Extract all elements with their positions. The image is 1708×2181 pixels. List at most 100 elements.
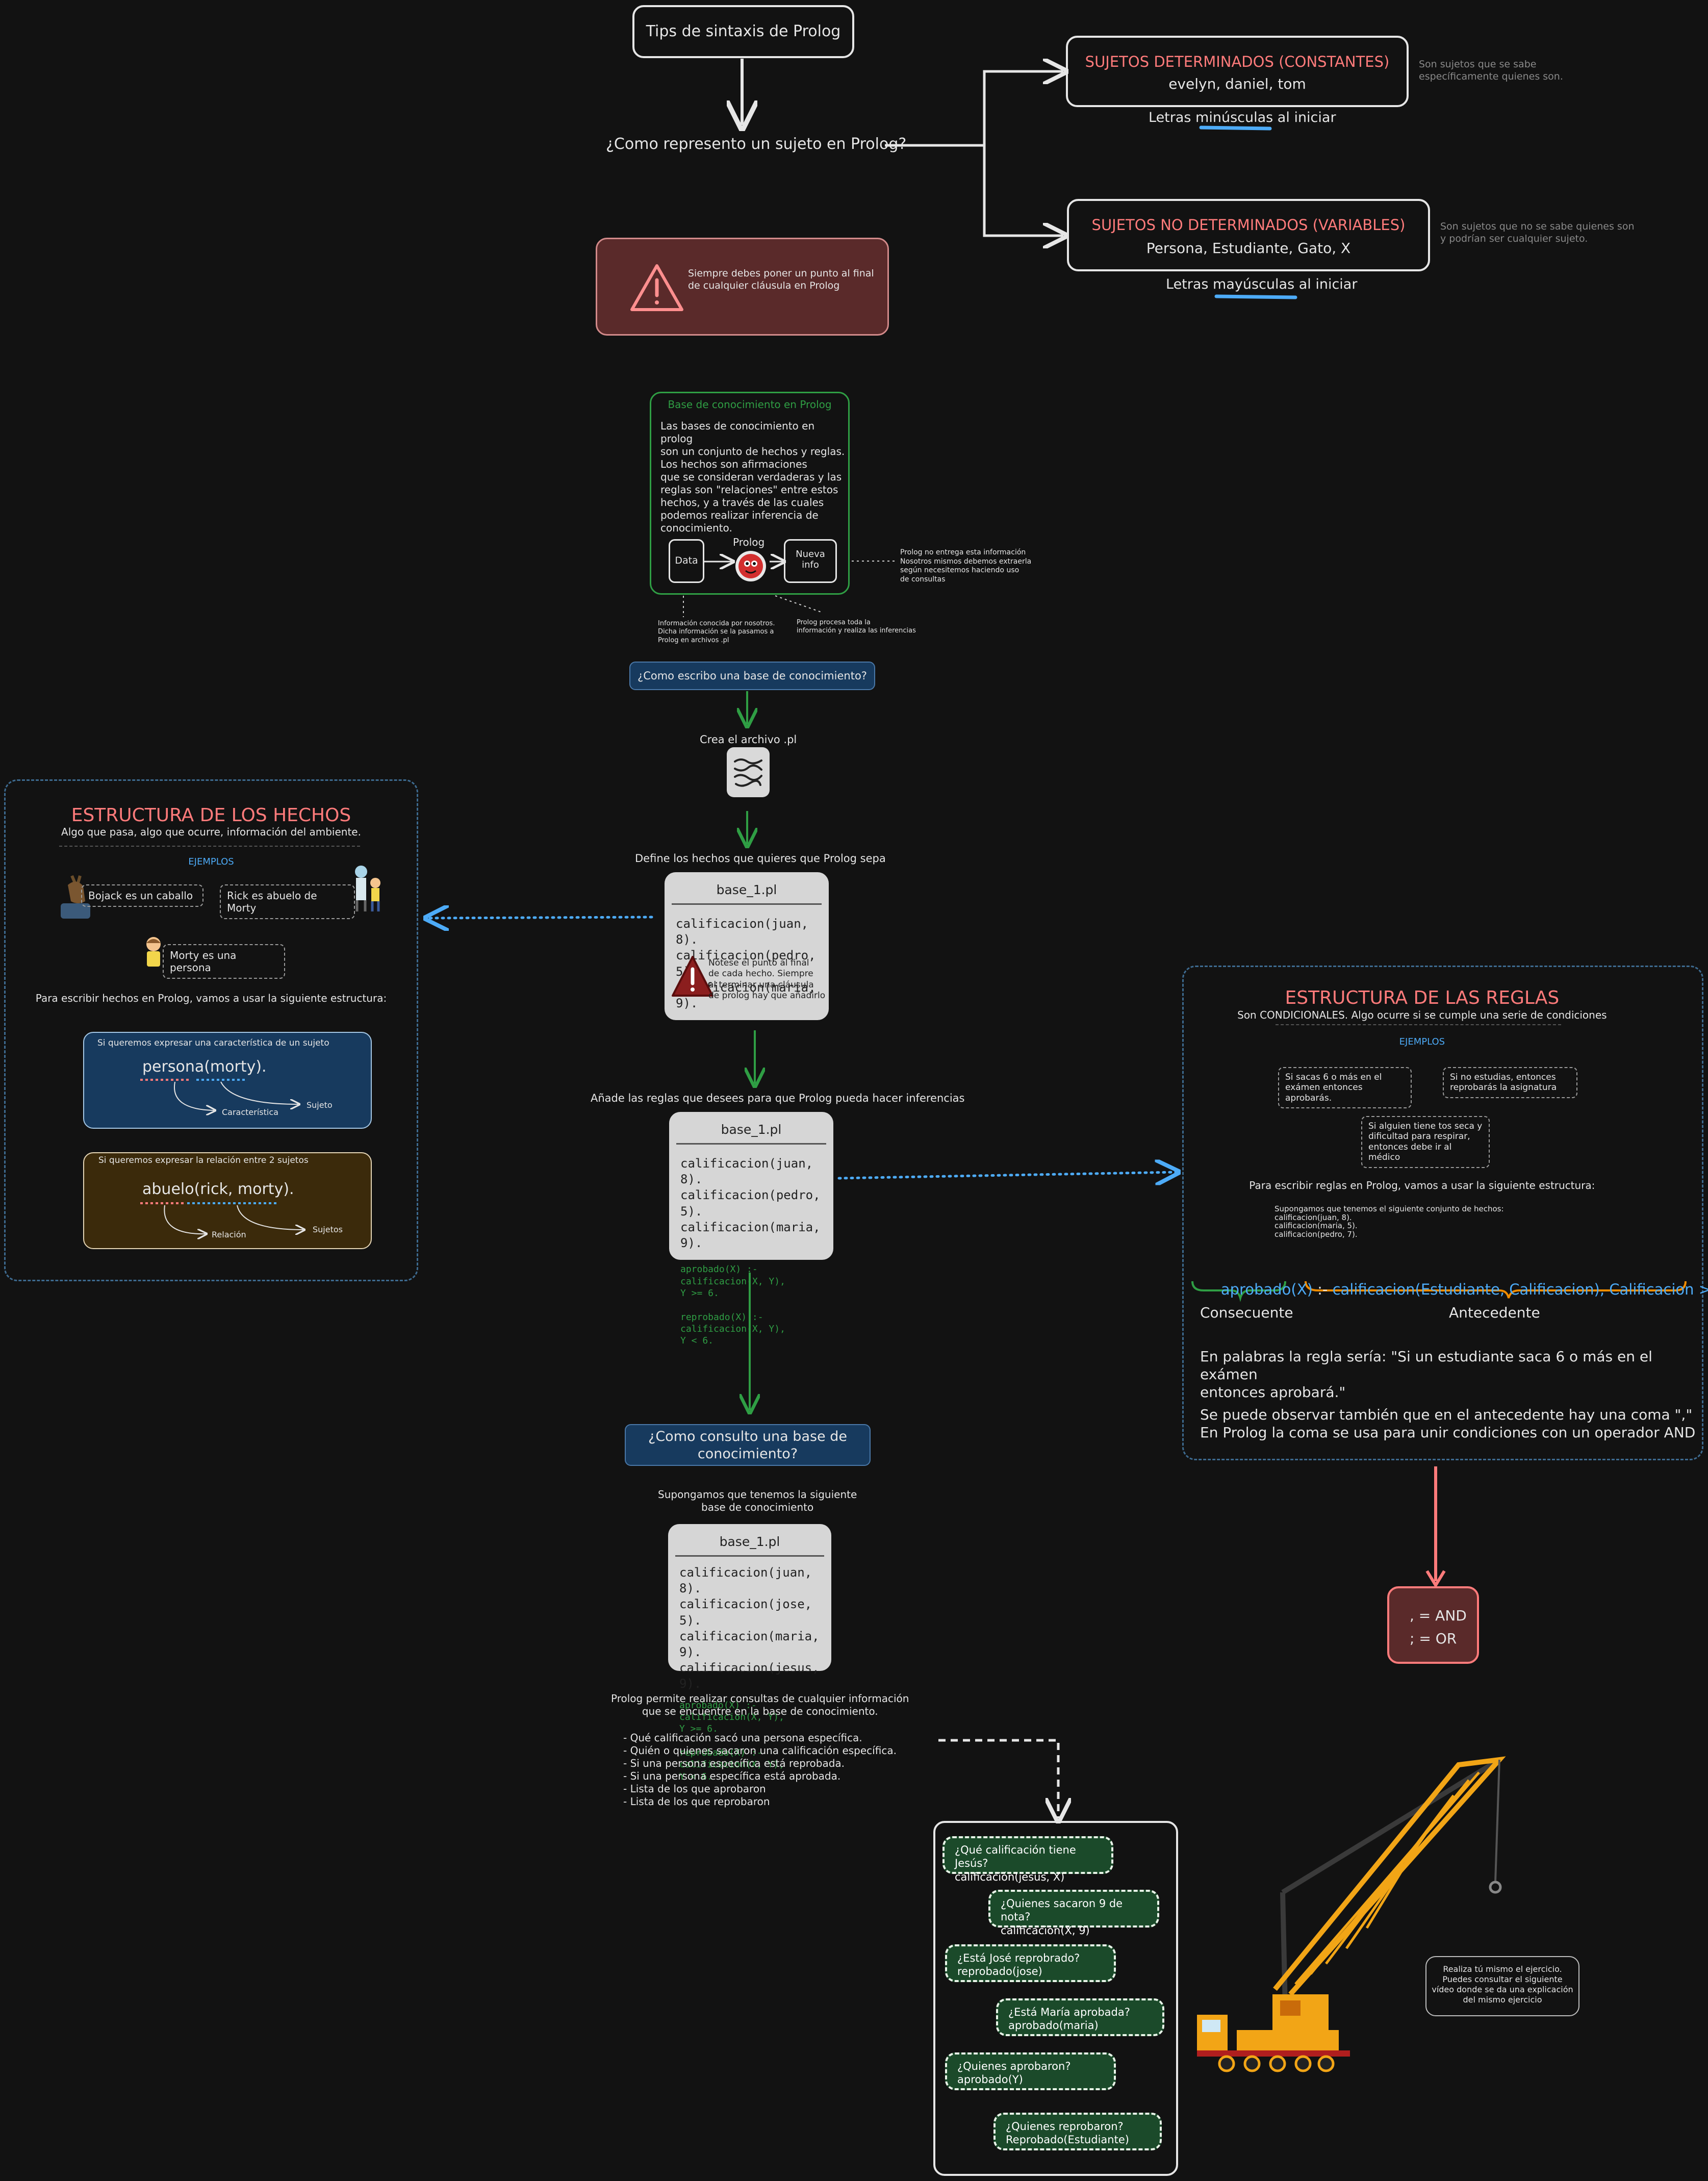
define-facts-text: Define los hechos que quieres que Prolog… (635, 852, 886, 865)
queries-intro: Prolog permite realizar consultas de cua… (611, 1692, 909, 1717)
divider (59, 846, 360, 847)
rules-subtitle: Son CONDICIONALES. Algo ocurre si se cum… (1237, 1009, 1607, 1021)
queries-panel (933, 1821, 1178, 2176)
kb-data-label: Data (675, 555, 698, 566)
kb-data-node: Data (669, 539, 704, 583)
variables-box: SUJETOS NO DETERMINADOS (VARIABLES) Pers… (1067, 199, 1430, 271)
variables-examples: Persona, Estudiante, Gato, X (1146, 240, 1351, 257)
facts-blue-title: Si queremos expresar una característica … (97, 1038, 329, 1048)
kb-text: Las bases de conocimiento en prolog son … (660, 420, 845, 534)
constants-box: SUJETOS DETERMINADOS (CONSTANTES) evelyn… (1066, 36, 1409, 107)
kb-note-right: Prolog no entrega esta información Nosot… (900, 548, 1032, 584)
facts-panel: ESTRUCTURA DE LOS HECHOS Algo que pasa, … (4, 779, 418, 1281)
query-item-4[interactable]: ¿Está María aprobada? aprobado(maria) (996, 1998, 1164, 2036)
facts-brown-code: abuelo(rick, morty). (142, 1180, 294, 1198)
kb-note-left: Información conocida por nosotros. Dicha… (658, 620, 775, 644)
facts-blue-code: persona(morty). (142, 1058, 267, 1076)
facts-card-header: base_1.pl (672, 872, 822, 905)
variables-rule: Letras mayúsculas al iniciar (1166, 276, 1358, 292)
fact-example-morty: Morty es una persona (163, 944, 285, 979)
warning-box: Siempre debes poner un punto al final de… (596, 238, 889, 336)
query-kb-card-rules: aprobado(X) :- calificacion(X, Y), Y >= … (679, 1700, 784, 1782)
crane-note: Realiza tú mismo el ejercicio. Puedes co… (1432, 1964, 1573, 2005)
warning-icon (630, 264, 683, 311)
query-item-1[interactable]: ¿Qué calificación tiene Jesús? calificac… (942, 1836, 1113, 1883)
create-file-text: Crea el archivo .pl (700, 733, 797, 746)
query-item-5[interactable]: ¿Quienes aprobaron? aprobado(Y) (945, 2052, 1116, 2090)
rules-intro: Para escribir reglas en Prolog, vamos a … (1249, 1179, 1595, 1191)
rules-suppose: Supongamos que tenemos el siguiente conj… (1274, 1204, 1504, 1239)
kb-arrows (704, 541, 855, 592)
kb-newinfo-node: Nueva info (784, 539, 837, 583)
variables-note: Son sujetos que no se sabe quienes son y… (1440, 221, 1635, 244)
crane-note-box: Realiza tú mismo el ejercicio. Puedes co… (1425, 1956, 1579, 2016)
divider (1276, 1024, 1561, 1025)
query-kb-card-code: calificacion(juan, 8). calificacion(jose… (679, 1565, 820, 1691)
add-rules-text: Añade las reglas que desees para que Pro… (591, 1092, 965, 1104)
rick-morty-icon (355, 866, 380, 911)
kb-newinfo-label: Nueva info (796, 549, 825, 570)
facts-card: base_1.pl calificacion(juan, 8). calific… (665, 872, 829, 1020)
and-or-box: , = AND ; = OR (1387, 1586, 1479, 1664)
facts-card-note: Nótese el punto al final de cada hecho. … (708, 958, 826, 1001)
facts-title: ESTRUCTURA DE LOS HECHOS (71, 805, 351, 826)
facts-intro: Para escribir hechos en Prolog, vamos a … (35, 992, 387, 1004)
kb-box: Base de conocimiento en Prolog Las bases… (650, 392, 850, 595)
facts-brown-annotations (140, 1202, 373, 1250)
constants-rule: Letras minúsculas al iniciar (1149, 110, 1336, 125)
crane-illustration (1194, 1756, 1506, 2008)
file-scribble-icon (734, 758, 762, 787)
title-text: Tips de sintaxis de Prolog (646, 22, 841, 40)
rules-panel: ESTRUCTURA DE LAS REGLAS Son CONDICIONAL… (1182, 966, 1708, 1460)
rule-example-2: Si no estudias, entonces reprobarás la a… (1443, 1067, 1577, 1098)
query-kb-card-header: base_1.pl (675, 1524, 824, 1557)
query-kb-label: ¿Como consulto una base de conocimiento? (648, 1429, 847, 1462)
facts-blue-char: Característica (222, 1107, 278, 1117)
rule-antecedent-label: Antecedente (1449, 1304, 1540, 1321)
facts-brown-card: Si queremos expresar la relación entre 2… (83, 1152, 372, 1249)
suppose-text: Supongamos que tenemos la siguiente base… (658, 1488, 857, 1513)
warning-text: Siempre debes poner un punto al final de… (688, 268, 874, 291)
rule-syntax: aprobado(X) :- calificacion(Estudiante, … (1202, 1262, 1708, 1317)
rules-card-rules: aprobado(X) :- calificacion(X, Y), Y >= … (680, 1264, 785, 1347)
rules-card-header: base_1.pl (676, 1112, 826, 1145)
prolog-logo-icon (735, 551, 766, 581)
subject-question: ¿Como represento un sujeto en Prolog? (606, 135, 907, 153)
query-kb-button[interactable]: ¿Como consulto una base de conocimiento? (625, 1424, 871, 1466)
query-item-3[interactable]: ¿Está José reprobrado? reprobado(jose) (945, 1944, 1116, 1982)
query-item-2[interactable]: ¿Quienes sacaron 9 de nota? calificacion… (988, 1890, 1159, 1937)
rule-example-3: Si alguien tiene tos seca y dificultad p… (1361, 1116, 1490, 1168)
query-item-6[interactable]: ¿Quienes reprobaron? Reprobado(Estudiant… (993, 2113, 1162, 2150)
variables-title: SUJETOS NO DETERMINADOS (VARIABLES) (1091, 216, 1406, 234)
fact-example-rick: Rick es abuelo de Morty (220, 884, 355, 919)
rules-card: base_1.pl calificacion(juan, 8). calific… (669, 1112, 833, 1346)
bojack-horse-icon (61, 875, 90, 919)
facts-blue-card: Si queremos expresar una característica … (83, 1032, 372, 1129)
constants-title: SUJETOS DETERMINADOS (CONSTANTES) (1085, 53, 1390, 70)
rules-title: ESTRUCTURA DE LAS REGLAS (1285, 987, 1560, 1008)
title-box: Tips de sintaxis de Prolog (632, 5, 854, 58)
facts-subtitle: Algo que pasa, algo que ocurre, informac… (61, 826, 361, 838)
rules-examples-label: EJEMPLOS (1399, 1036, 1445, 1047)
rule-explain-2: Se puede observar también que en el ante… (1200, 1406, 1696, 1441)
rule-explain-1: En palabras la regla sería: "Si un estud… (1200, 1348, 1652, 1401)
rules-card-code: calificacion(juan, 8). calificacion(pedr… (680, 1156, 821, 1250)
rule-example-1: Si sacas 6 o más en el exámen entonces a… (1278, 1067, 1412, 1109)
warning-icon (672, 956, 713, 997)
facts-brown-rel: Relación (212, 1230, 246, 1239)
rule-neck: :- (1312, 1281, 1333, 1299)
fact-example-bojack: Bojack es un caballo (81, 884, 203, 907)
queries-list: - Qué calificación sacó una persona espe… (623, 1732, 897, 1808)
constants-examples: evelyn, daniel, tom (1168, 75, 1306, 92)
write-kb-button[interactable]: ¿Como escribo una base de conocimiento? (629, 662, 875, 690)
facts-examples-label: EJEMPLOS (188, 856, 234, 867)
write-kb-label: ¿Como escribo una base de conocimiento? (638, 670, 867, 682)
facts-blue-annotations (140, 1079, 373, 1130)
file-icon (727, 747, 770, 797)
rule-consequent-label: Consecuente (1200, 1304, 1293, 1321)
kb-title: Base de conocimiento en Prolog (668, 398, 832, 411)
query-kb-card: base_1.pl calificacion(juan, 8). calific… (668, 1524, 831, 1782)
kb-note-mid: Prolog procesa toda la información y rea… (797, 619, 916, 635)
and-or-text: , = AND ; = OR (1410, 1607, 1467, 1647)
